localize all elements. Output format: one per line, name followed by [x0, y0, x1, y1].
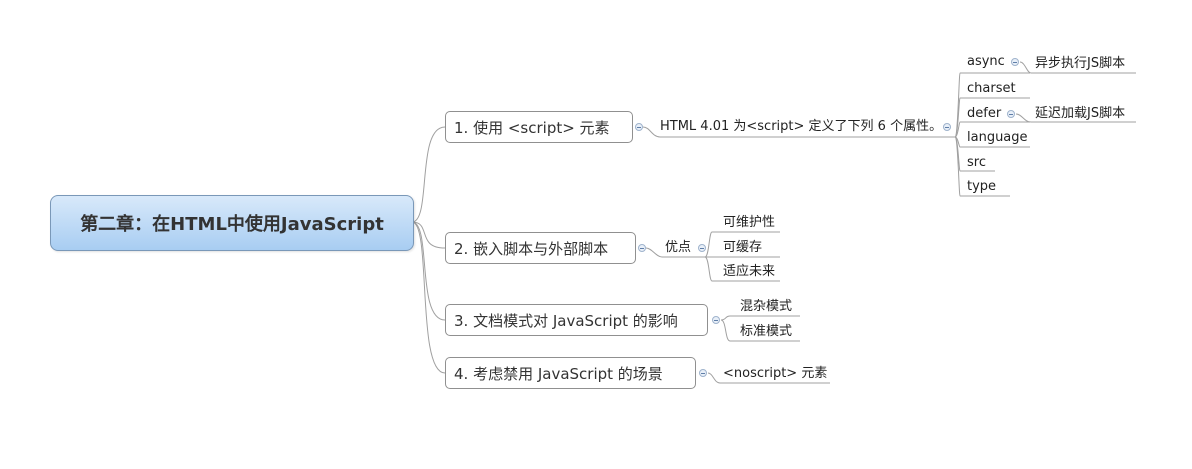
root-topic[interactable]: 第二章：在HTML中使用JavaScript: [50, 195, 414, 251]
connector-attribute-2: [954, 97, 1030, 138]
collapse-branch-2-icon[interactable]: [638, 244, 646, 252]
root-connector-4: [411, 221, 446, 374]
root-connector-3: [411, 221, 446, 321]
advantage-cacheable[interactable]: 可缓存: [723, 240, 763, 255]
branch-disabled-javascript[interactable]: 4. 考虑禁用 JavaScript 的场景: [445, 357, 696, 389]
noscript-element[interactable]: <noscript> 元素: [723, 366, 828, 381]
advantage-future-proof[interactable]: 适应未来: [723, 264, 776, 279]
branch-document-mode[interactable]: 3. 文档模式对 JavaScript 的影响: [445, 304, 708, 336]
connector-noscript: [707, 372, 830, 384]
attribute-async[interactable]: async: [967, 54, 1005, 69]
connector-mode-2: [720, 319, 800, 342]
collapse-advantages-icon[interactable]: [698, 244, 706, 252]
subtopic-script-attributes[interactable]: HTML 4.01 为<script> 定义了下列 6 个属性。: [660, 119, 943, 134]
connector-attributes-subtopic: [642, 126, 955, 138]
attribute-defer[interactable]: defer: [967, 106, 1002, 121]
connector-advantage-1: [704, 231, 780, 258]
connector-attribute-6: [954, 136, 1010, 197]
collapse-branch-4-icon[interactable]: [699, 369, 707, 377]
connector-advantage-3: [704, 256, 780, 282]
attribute-charset[interactable]: charset: [967, 81, 1016, 96]
connector-mode-1: [720, 315, 800, 321]
note-defer[interactable]: 延迟加载JS脚本: [1035, 106, 1126, 121]
connector-note-defer: [1015, 113, 1136, 123]
connector-note-async: [1019, 61, 1136, 74]
connector-attribute-3: [954, 121, 1030, 138]
attribute-language[interactable]: language: [967, 130, 1028, 145]
attribute-type[interactable]: type: [967, 179, 997, 194]
note-async[interactable]: 异步执行JS脚本: [1035, 56, 1126, 71]
collapse-attributes-icon[interactable]: [943, 123, 951, 131]
mode-standards[interactable]: 标准模式: [740, 324, 793, 339]
branch-script-element[interactable]: 1. 使用 <script> 元素: [445, 111, 633, 143]
collapse-async-icon[interactable]: [1011, 58, 1019, 66]
root-connector-1: [411, 126, 446, 223]
collapse-branch-3-icon[interactable]: [712, 316, 720, 324]
root-connector-2: [411, 221, 446, 249]
mode-quirks[interactable]: 混杂模式: [740, 299, 793, 314]
branch-embedded-external[interactable]: 2. 嵌入脚本与外部脚本: [445, 232, 636, 264]
subtopic-advantages[interactable]: 优点: [665, 240, 692, 255]
attribute-src[interactable]: src: [967, 155, 986, 170]
collapse-defer-icon[interactable]: [1007, 110, 1015, 118]
connector-advantages: [645, 247, 705, 258]
advantage-maintainability[interactable]: 可维护性: [723, 215, 776, 230]
collapse-branch-1-icon[interactable]: [635, 123, 643, 131]
